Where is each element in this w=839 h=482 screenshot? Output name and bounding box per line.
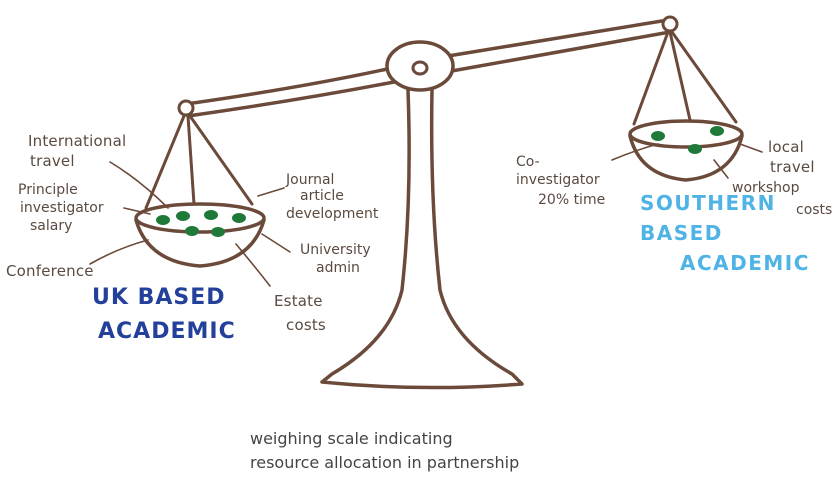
left-pan [134, 202, 266, 268]
label-principle-investigator-3: salary [30, 218, 72, 234]
left-hanger [144, 99, 254, 210]
leader-workshop-costs [713, 159, 729, 179]
uk-title: UK BASED ACADEMIC [92, 285, 236, 344]
southern-title-line2: BASED [640, 221, 723, 245]
right-chain-3 [670, 30, 738, 124]
dot [176, 211, 190, 221]
southern-title-line3: ACADEMIC [680, 251, 810, 275]
left-hook [177, 99, 195, 117]
pivot-hole [411, 60, 429, 76]
dot [651, 131, 665, 141]
dot [232, 213, 246, 223]
southern-title-line1: SOUTHERN [640, 191, 776, 215]
beam-right-bottom [444, 30, 672, 74]
leader-international-travel [109, 161, 169, 209]
label-workshop-costs-1: workshop [732, 180, 800, 196]
label-principle-investigator-2: investigator [20, 200, 104, 216]
label-workshop-costs-2: costs [796, 202, 832, 218]
right-hook [661, 15, 679, 33]
dot [211, 227, 225, 237]
left-pan-rim [134, 202, 266, 234]
southern-title: SOUTHERN BASED ACADEMIC [640, 191, 810, 275]
left-pan-dots [156, 210, 246, 237]
dot [204, 210, 218, 220]
right-pan-dots [651, 126, 724, 154]
leader-coinvestigator [611, 143, 659, 161]
pivot [385, 40, 455, 92]
stand-body [320, 88, 524, 390]
leader-conference [89, 239, 149, 265]
label-principle-investigator-1: Principle [18, 182, 78, 198]
left-chain-1 [144, 114, 186, 210]
uk-title-line2: ACADEMIC [98, 319, 236, 344]
left-leaders [89, 161, 291, 287]
leader-local-travel [739, 143, 763, 153]
leader-journal-article [257, 187, 285, 197]
label-coinvestigator-1: Co- [516, 154, 540, 170]
label-estate-costs-2: costs [286, 316, 326, 334]
dot [185, 226, 199, 236]
right-leaders [611, 143, 763, 179]
leader-university-admin [261, 233, 291, 253]
label-journal-article-3: development [286, 206, 379, 222]
label-coinvestigator-3: 20% time [538, 192, 605, 208]
caption-line1: weighing scale indicating [250, 429, 453, 448]
leader-principle-investigator [123, 207, 151, 215]
label-coinvestigator-2: investigator [516, 172, 600, 188]
beam-left-top [184, 66, 394, 106]
right-pan [628, 119, 744, 182]
label-university-admin-2: admin [316, 260, 360, 276]
right-pan-rim [628, 119, 744, 149]
left-pan-bowl [134, 218, 266, 268]
left-labels: International travel Principle investiga… [6, 132, 379, 334]
label-journal-article-2: article [300, 188, 344, 204]
leader-estate-costs [235, 243, 271, 287]
caption-line2: resource allocation in partnership [250, 453, 519, 472]
balance-beam [184, 18, 672, 118]
label-local-travel-2: travel [770, 158, 815, 176]
beam-right-top [446, 18, 670, 58]
label-journal-article-1: Journal [285, 172, 334, 188]
uk-title-line1: UK BASED [92, 285, 226, 310]
left-chain-2 [186, 114, 196, 206]
dot [688, 144, 702, 154]
stand [320, 88, 524, 390]
label-estate-costs-1: Estate [274, 292, 323, 310]
dot [710, 126, 724, 136]
right-hanger [632, 15, 738, 126]
beam-left-bottom [186, 80, 396, 118]
right-chain-1 [632, 30, 670, 126]
label-local-travel-1: local [768, 138, 804, 156]
dot [156, 215, 170, 225]
label-international-travel-1: International [28, 132, 126, 150]
right-chain-2 [668, 30, 692, 122]
label-conference: Conference [6, 262, 94, 280]
right-labels: Co- investigator 20% time local travel w… [516, 138, 832, 218]
left-chain-3 [188, 114, 254, 206]
label-university-admin-1: University [300, 242, 371, 258]
label-international-travel-2: travel [30, 152, 75, 170]
right-pan-bowl [628, 134, 744, 182]
caption: weighing scale indicating resource alloc… [250, 429, 519, 472]
